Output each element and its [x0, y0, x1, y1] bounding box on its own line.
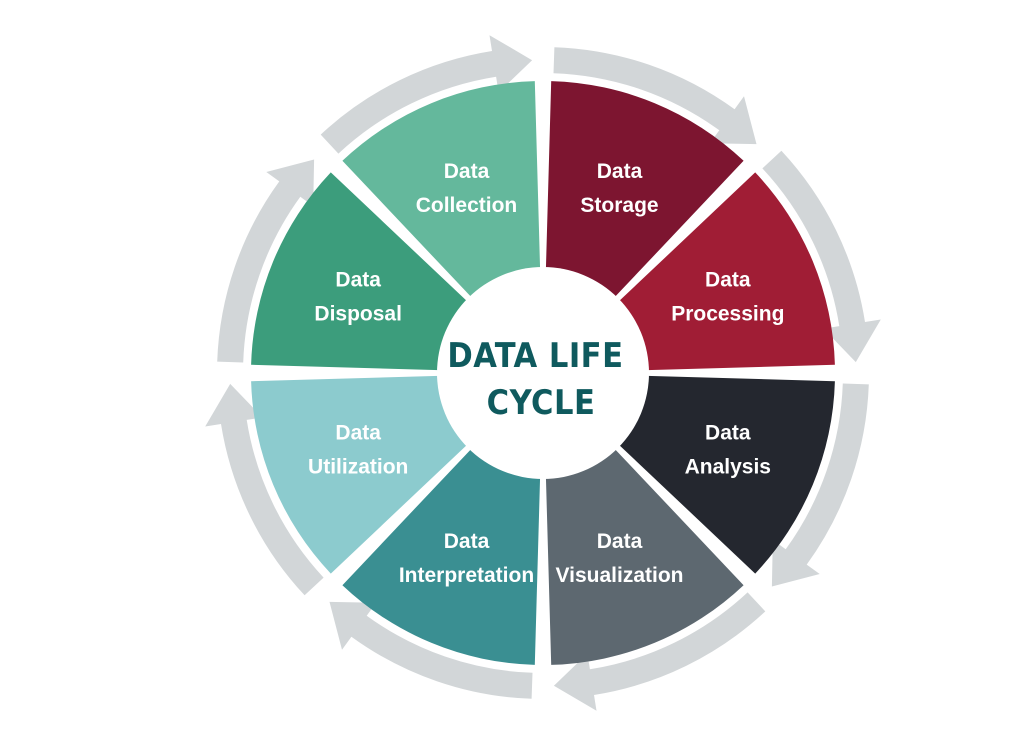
segment-label-line: Data	[597, 530, 643, 553]
cycle-arrow-icon	[329, 601, 533, 699]
center-title: DATA LIFE CYCLE	[447, 336, 634, 423]
segment-disposal	[251, 172, 471, 371]
cycle-arrow-icon	[217, 159, 315, 363]
cycle-arrow-icon	[771, 383, 869, 587]
segment-label-line: Collection	[416, 194, 518, 217]
segment-label-line: Data	[705, 422, 751, 445]
cycle-arrows	[205, 35, 881, 711]
segment-collection	[342, 81, 541, 301]
segment-label-line: Visualization	[556, 564, 684, 587]
segment-storage	[545, 81, 744, 301]
segment-label-line: Data	[335, 422, 381, 445]
cycle-arrow-icon	[553, 47, 757, 145]
segment-interpretation	[342, 445, 541, 665]
center-title-line-2: CYCLE	[487, 383, 596, 423]
center-circle	[437, 267, 649, 479]
cycle-arrow-icon	[205, 383, 324, 596]
cycle-arrow-icon	[762, 150, 881, 363]
segment-utilization	[251, 375, 471, 574]
segment-label-line: Data	[444, 160, 490, 183]
segment-label-line: Processing	[671, 303, 784, 326]
cycle-segments	[251, 81, 835, 665]
cycle-arrow-icon	[553, 592, 766, 711]
segment-label-line: Data	[335, 269, 381, 292]
segment-label-line: Data	[705, 269, 751, 292]
cycle-arrow-icon	[320, 35, 533, 154]
segment-label-line: Interpretation	[399, 564, 534, 587]
segment-label-line: Analysis	[685, 456, 771, 479]
segment-visualization	[545, 445, 744, 665]
segment-analysis	[615, 375, 835, 574]
segment-label-line: Disposal	[314, 303, 402, 326]
segment-label-line: Storage	[580, 194, 658, 217]
segment-processing	[615, 172, 835, 371]
center-title-line-1: DATA LIFE	[447, 336, 623, 376]
segment-label-line: Utilization	[308, 456, 408, 479]
segment-label-line: Data	[444, 530, 490, 553]
segment-label-line: Data	[597, 160, 643, 183]
